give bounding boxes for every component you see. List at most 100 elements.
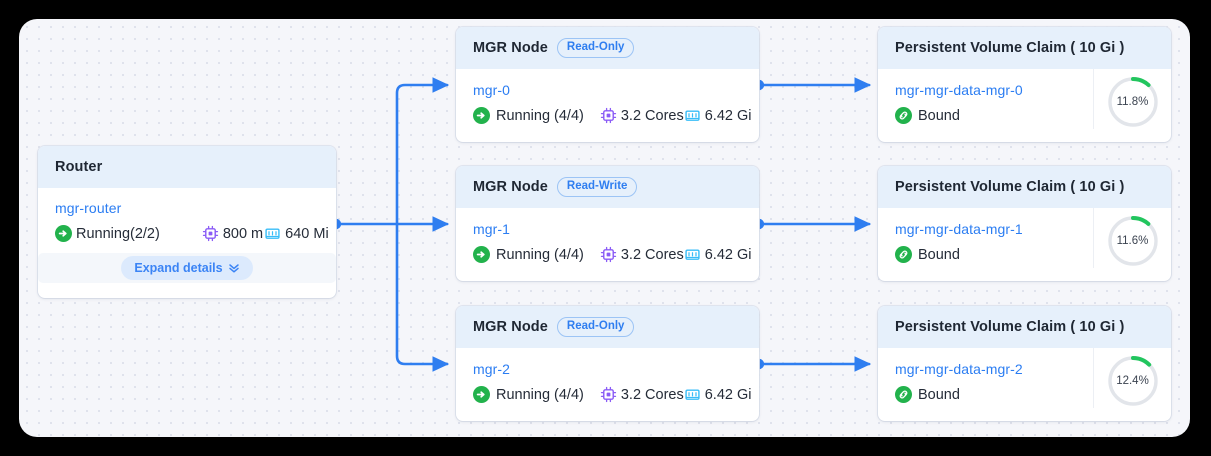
running-arrow-icon (473, 107, 490, 124)
pvc-status: Bound (895, 386, 960, 403)
mgr-node-card-body: mgr-1 Running (4/4) (456, 208, 759, 263)
running-arrow-icon (473, 386, 490, 403)
pvc-card-header: Persistent Volume Claim ( 10 Gi ) (878, 166, 1171, 208)
mgr-node-cpu: 3.2 Cores (600, 386, 684, 403)
mgr-node-stats-row: Running (4/4) 3. (473, 386, 751, 403)
pvc-card[interactable]: Persistent Volume Claim ( 10 Gi ) mgr-mg… (878, 306, 1171, 421)
pvc-usage-gauge: 11.6% (1106, 214, 1160, 268)
mgr-node-status-label: Running (4/4) (496, 386, 584, 403)
memory-stick-icon (684, 246, 701, 263)
mgr-node-access-badge: Read-Only (556, 38, 635, 58)
mgr-node-card[interactable]: MGR Node Read-Only mgr-2 Running (4/4) (456, 306, 759, 421)
mgr-node-status: Running (4/4) (473, 386, 584, 403)
router-card-title: Router (55, 159, 103, 175)
mgr-node-card-header: MGR Node Read-Write (456, 166, 759, 208)
router-status-label: Running(2/2) (76, 225, 160, 242)
mgr-node-metrics: 3.2 Cores 6.42 Gi (600, 386, 752, 403)
link-bound-icon (895, 246, 912, 263)
mgr-node-cpu-value: 3.2 Cores (620, 386, 684, 403)
pvc-card-title: Persistent Volume Claim ( 10 Gi ) (895, 179, 1125, 195)
cpu-chip-icon (600, 246, 617, 263)
mgr-node-status: Running (4/4) (473, 107, 584, 124)
router-name-link[interactable]: mgr-router (55, 200, 122, 216)
pvc-card-header: Persistent Volume Claim ( 10 Gi ) (878, 27, 1171, 69)
mgr-node-memory-value: 6.42 Gi (704, 107, 752, 124)
pvc-usage-label: 11.6% (1116, 235, 1149, 247)
pvc-usage-gauge: 12.4% (1106, 354, 1160, 408)
mgr-node-status-label: Running (4/4) (496, 246, 584, 263)
link-bound-icon (895, 386, 912, 403)
mgr-node-memory: 6.42 Gi (684, 107, 752, 124)
pvc-status-label: Bound (918, 107, 960, 124)
pvc-usage-gauge-wrap: 11.6% (1093, 208, 1171, 268)
pvc-status-row: Bound (895, 386, 1093, 403)
mgr-node-memory: 6.42 Gi (684, 386, 752, 403)
cpu-chip-icon (202, 225, 219, 242)
router-card[interactable]: Router mgr-router Running(2/2) (38, 146, 336, 298)
pvc-card-body: mgr-mgr-data-mgr-2 Boun (878, 348, 1171, 408)
pvc-status: Bound (895, 107, 960, 124)
mgr-node-metrics: 3.2 Cores 6.42 Gi (600, 246, 752, 263)
pvc-info: mgr-mgr-data-mgr-1 Boun (895, 221, 1093, 268)
pvc-name-link[interactable]: mgr-mgr-data-mgr-2 (895, 361, 1023, 377)
router-stats-row: Running(2/2) 800 (55, 225, 329, 242)
mgr-node-cpu-value: 3.2 Cores (620, 107, 684, 124)
mgr-node-stats-row: Running (4/4) 3. (473, 246, 751, 263)
pvc-card-body: mgr-mgr-data-mgr-1 Boun (878, 208, 1171, 268)
mgr-node-status: Running (4/4) (473, 246, 584, 263)
router-card-body: mgr-router Running(2/2) (38, 188, 336, 283)
mgr-node-card[interactable]: MGR Node Read-Write mgr-1 Running (4/4) (456, 166, 759, 281)
running-arrow-icon (55, 225, 72, 242)
pvc-card-header: Persistent Volume Claim ( 10 Gi ) (878, 306, 1171, 348)
pvc-card-title: Persistent Volume Claim ( 10 Gi ) (895, 40, 1125, 56)
pvc-status: Bound (895, 246, 960, 263)
router-cpu-value: 800 m (222, 225, 264, 242)
expand-details-button[interactable]: Expand details (121, 256, 253, 280)
pvc-name-link[interactable]: mgr-mgr-data-mgr-1 (895, 221, 1023, 237)
mgr-node-access-badge: Read-Write (556, 177, 638, 197)
pvc-card[interactable]: Persistent Volume Claim ( 10 Gi ) mgr-mg… (878, 166, 1171, 281)
router-expand-bar: Expand details (38, 253, 336, 283)
mgr-node-metrics: 3.2 Cores 6.42 Gi (600, 107, 752, 124)
double-chevron-down-icon (228, 262, 240, 274)
router-memory-value: 640 Mi (285, 225, 329, 242)
mgr-node-memory-value: 6.42 Gi (704, 386, 752, 403)
pvc-status-row: Bound (895, 246, 1093, 263)
router-status: Running(2/2) (55, 225, 160, 242)
mgr-node-memory-value: 6.42 Gi (704, 246, 752, 263)
pvc-info: mgr-mgr-data-mgr-2 Boun (895, 361, 1093, 408)
mgr-node-cpu: 3.2 Cores (600, 246, 684, 263)
mgr-node-card-title: MGR Node (473, 40, 548, 56)
router-cpu: 800 m (202, 225, 263, 242)
mgr-node-name-link[interactable]: mgr-2 (473, 361, 511, 377)
mgr-node-card-title: MGR Node (473, 319, 548, 335)
memory-stick-icon (684, 386, 701, 403)
pvc-usage-gauge-wrap: 12.4% (1093, 348, 1171, 408)
memory-stick-icon (264, 225, 281, 242)
pvc-status-label: Bound (918, 386, 960, 403)
pvc-usage-gauge: 11.8% (1106, 75, 1160, 129)
router-metrics: 800 m 640 Mi (202, 225, 329, 242)
pvc-card-title: Persistent Volume Claim ( 10 Gi ) (895, 319, 1125, 335)
pvc-status-label: Bound (918, 246, 960, 263)
mgr-node-card-body: mgr-0 Running (4/4) (456, 69, 759, 124)
cpu-chip-icon (600, 386, 617, 403)
cpu-chip-icon (600, 107, 617, 124)
link-bound-icon (895, 107, 912, 124)
mgr-node-card-title: MGR Node (473, 179, 548, 195)
pvc-usage-label: 12.4% (1116, 375, 1149, 387)
mgr-node-card[interactable]: MGR Node Read-Only mgr-0 Running (4/4) (456, 27, 759, 142)
router-card-header: Router (38, 146, 336, 188)
mgr-node-status-label: Running (4/4) (496, 107, 584, 124)
pvc-card[interactable]: Persistent Volume Claim ( 10 Gi ) mgr-mg… (878, 27, 1171, 142)
pvc-card-body: mgr-mgr-data-mgr-0 Boun (878, 69, 1171, 129)
mgr-node-card-body: mgr-2 Running (4/4) (456, 348, 759, 403)
mgr-node-cpu-value: 3.2 Cores (620, 246, 684, 263)
pvc-info: mgr-mgr-data-mgr-0 Boun (895, 82, 1093, 129)
mgr-node-cpu: 3.2 Cores (600, 107, 684, 124)
mgr-node-name-link[interactable]: mgr-1 (473, 221, 511, 237)
expand-details-label: Expand details (134, 261, 223, 275)
mgr-node-name-link[interactable]: mgr-0 (473, 82, 511, 98)
mgr-node-card-header: MGR Node Read-Only (456, 27, 759, 69)
pvc-name-link[interactable]: mgr-mgr-data-mgr-0 (895, 82, 1023, 98)
